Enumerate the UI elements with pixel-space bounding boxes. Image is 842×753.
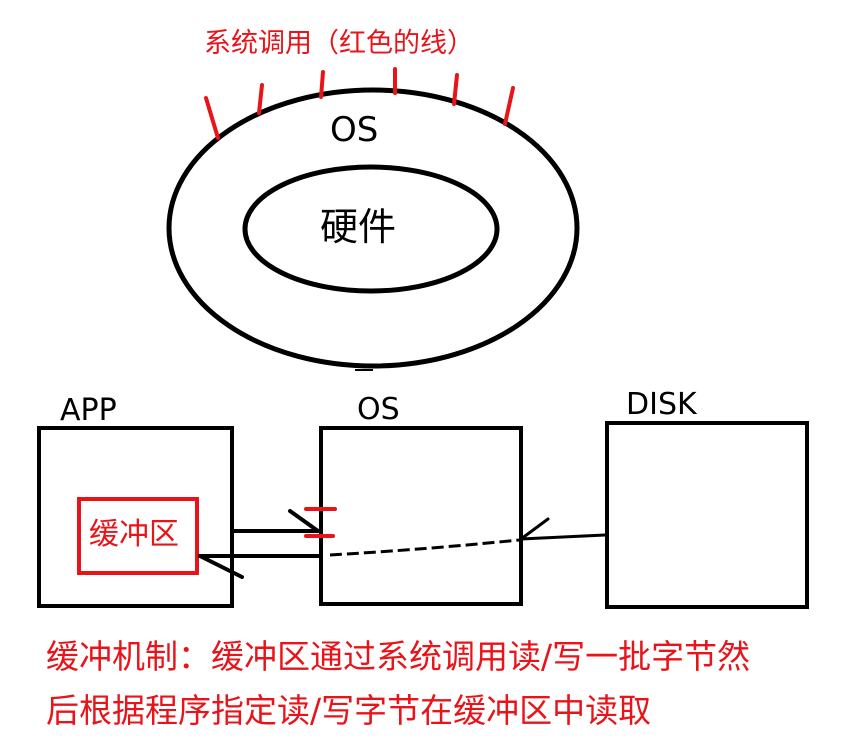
disk-box (605, 421, 809, 609)
buffer-box (77, 497, 199, 575)
os-internal-dashed-path (329, 538, 520, 557)
os-ring-label: OS (330, 110, 379, 150)
system-call-line (503, 86, 515, 126)
app-label: APP (60, 393, 117, 428)
os-outer-ellipse (166, 87, 580, 369)
os-box-label: OS (357, 392, 400, 427)
system-call-line (204, 96, 220, 140)
buffer-label: 缓冲区 (89, 517, 179, 552)
system-call-line (452, 73, 459, 106)
system-call-lines (204, 67, 515, 140)
caption-line-1: 缓冲机制：缓冲区通过系统调用读/写一批字节然 (46, 637, 751, 676)
system-call-line (257, 83, 264, 115)
os-to-buffer-arrow (198, 554, 320, 579)
system-call-line (319, 70, 325, 99)
disk-label: DISK (626, 387, 697, 422)
hardware-inner-ellipse (242, 164, 500, 294)
hardware-label: 硬件 (320, 205, 397, 249)
disk-to-os-arrow (519, 517, 607, 541)
system-call-title: 系统调用（红色的线） (204, 28, 474, 59)
os-system-call-markers (304, 507, 337, 538)
caption-line-2: 后根据程序指定读/写字节在缓冲区中读取 (46, 691, 652, 730)
app-box (37, 426, 234, 608)
os-box (319, 426, 523, 606)
buffer-to-os-arrow (231, 509, 320, 533)
